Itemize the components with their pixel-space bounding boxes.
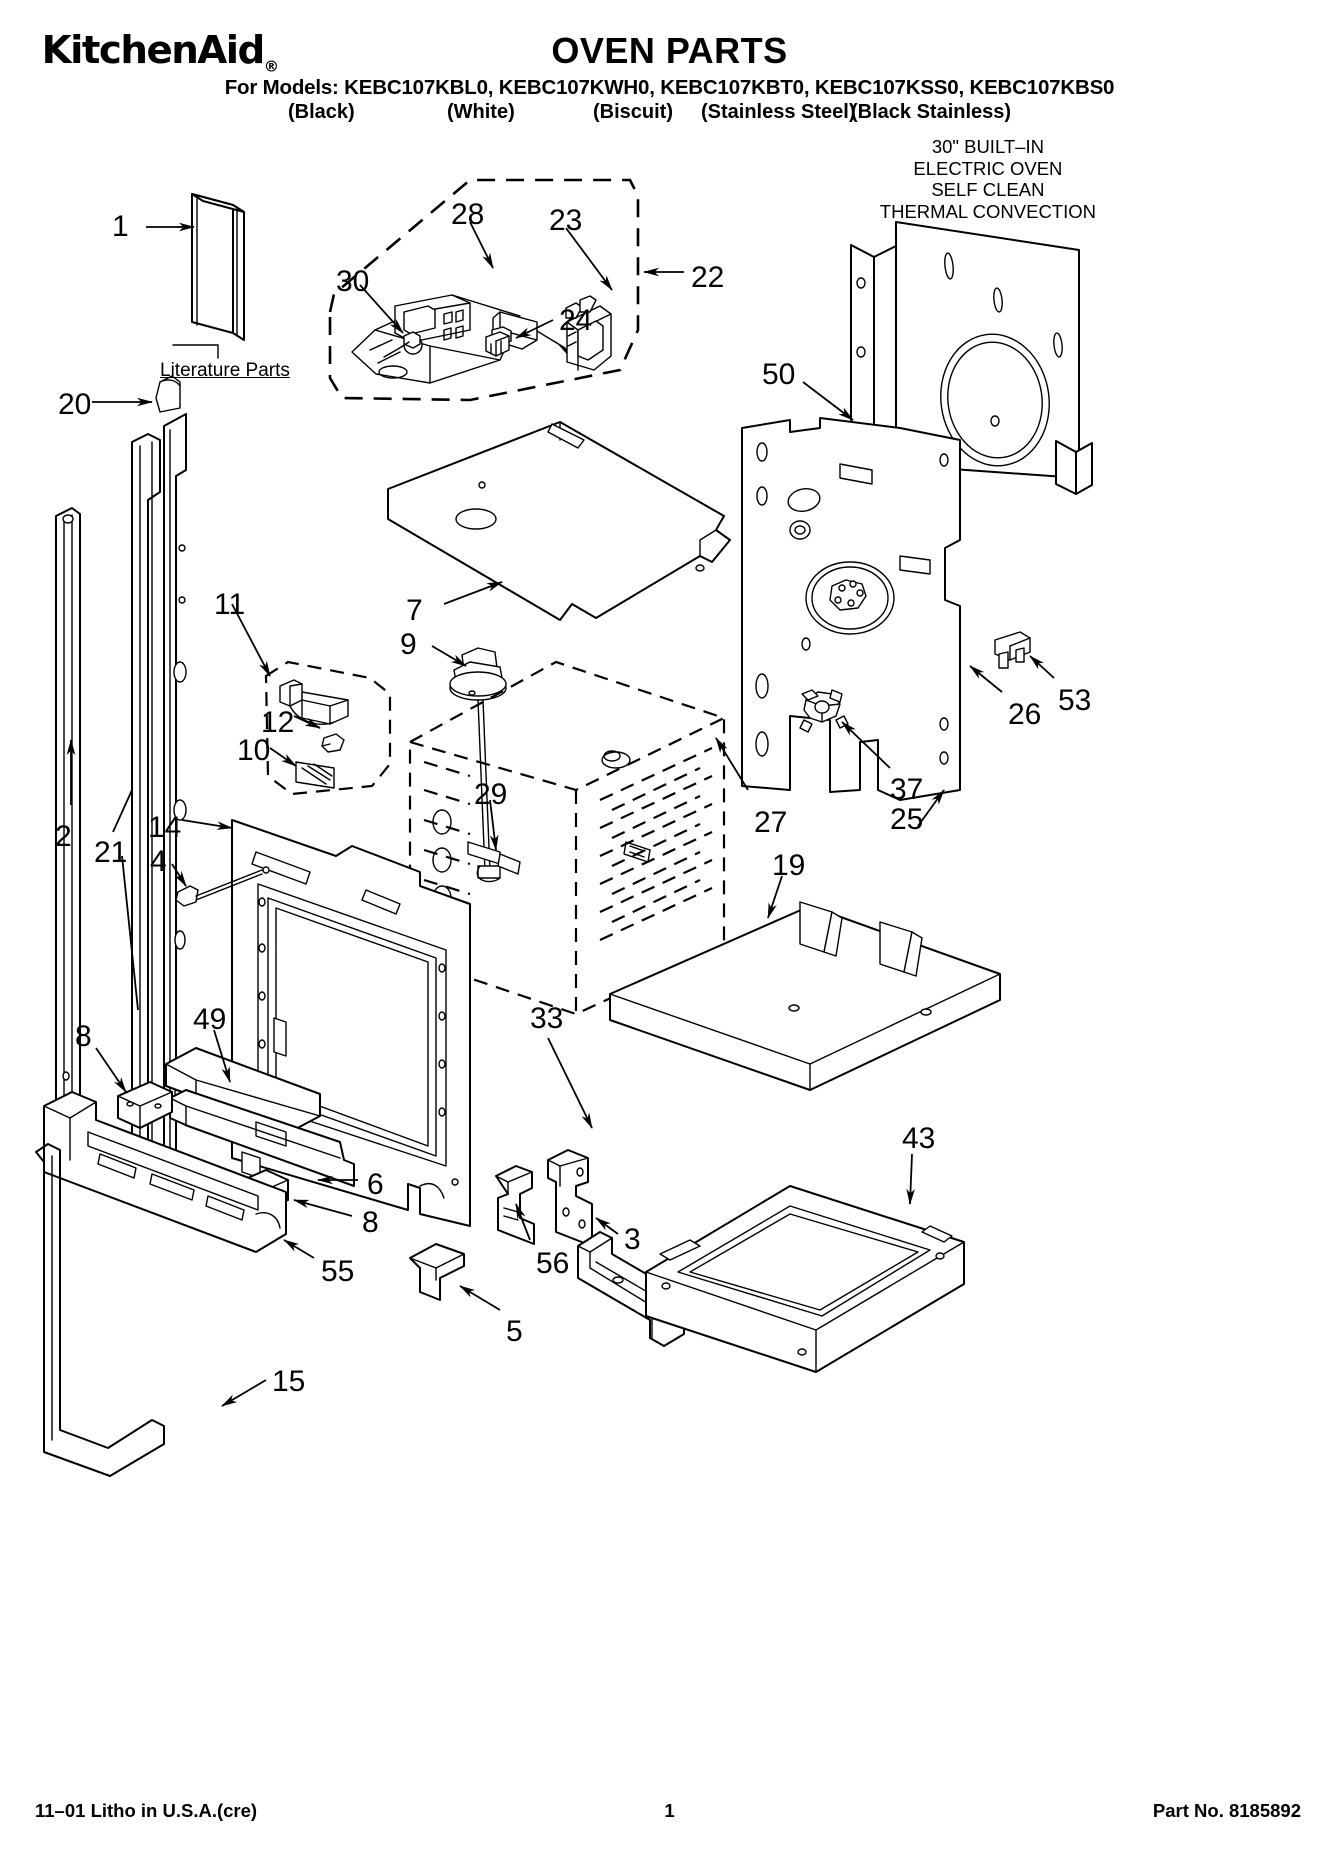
footer-part-number: Part No. 8185892: [1152, 1800, 1301, 1821]
callout-number: 56: [536, 1247, 570, 1280]
callout-number: 37: [890, 773, 924, 806]
callout-number: 11: [214, 588, 246, 621]
part-37-convection-fan-blade: [799, 689, 849, 733]
part-7-oven-top-panel: [387, 421, 731, 621]
brand-name: KitchenAid: [41, 28, 266, 72]
callout-number: 14: [148, 811, 182, 844]
callout-number: 20: [58, 388, 92, 421]
part-5-small-bracket: [409, 1243, 465, 1301]
page-footer: 11–01 Litho in U.S.A.(cre) 1 Part No. 81…: [0, 1800, 1339, 1830]
callout-number: 3: [624, 1223, 641, 1256]
part-25-side-panel: [741, 417, 961, 801]
callout-number: 28: [451, 198, 485, 231]
callout-number: 21: [94, 836, 128, 869]
callout-number: 27: [754, 806, 788, 839]
callout-number: 24: [559, 304, 593, 337]
finish-label-white: (White): [447, 101, 515, 123]
models-line: For Models: KEBC107KBL0, KEBC107KWH0, KE…: [224, 76, 1115, 99]
callout-number: 8: [362, 1206, 379, 1239]
callout-number: 55: [321, 1255, 355, 1288]
callout-number: 6: [367, 1168, 384, 1201]
part-10-lamp-lens: [295, 761, 335, 789]
callout-number: 5: [506, 1315, 523, 1348]
part-9-temperature-sensor: [449, 647, 507, 883]
finish-label-black-stainless: (Black Stainless): [851, 101, 1012, 123]
finish-label-stainless-steel: (Stainless Steel): [701, 101, 856, 123]
part-26-53-clip: [994, 631, 1031, 669]
spec-line-3: SELF CLEAN: [931, 179, 1045, 200]
callout-number: 1: [112, 210, 129, 243]
part-14-oven-front-frame-rail: [163, 413, 187, 1187]
callout-number: 8: [75, 1020, 92, 1053]
part-15-door-gasket: [35, 1143, 165, 1477]
part-19-bottom-panel: [609, 901, 1001, 1091]
callout-number: 2: [55, 820, 72, 853]
spec-block: 30" BUILT–IN ELECTRIC OVEN SELF CLEAN TH…: [880, 136, 1096, 222]
callout-number: 33: [530, 1002, 564, 1035]
callout-number: 12: [261, 706, 295, 739]
part-8-door-stop-upper: [117, 1081, 173, 1129]
callout-number: 19: [772, 849, 806, 882]
callout-number: 53: [1058, 684, 1092, 717]
spec-line-4: THERMAL CONVECTION: [879, 200, 1096, 222]
callout-number: 50: [762, 358, 796, 391]
part-43-door-outer-panel: [645, 1185, 965, 1373]
part-3-hinge-bracket: [547, 1149, 593, 1247]
part-21-side-rail: [131, 433, 161, 1179]
finish-label-black: (Black): [288, 101, 355, 123]
part-55-door-trim: [43, 1091, 287, 1253]
part-4-screw: [175, 866, 270, 907]
callout-number: 7: [406, 594, 423, 627]
callout-number: 4: [150, 845, 167, 878]
part-50-rear-panel: [850, 221, 1093, 495]
spec-line-2: ELECTRIC OVEN: [913, 157, 1063, 179]
part-29-element-bracket: [467, 841, 521, 875]
footer-litho: 11–01 Litho in U.S.A.(cre): [35, 1800, 258, 1821]
callout-number: 43: [902, 1122, 936, 1155]
callout-number: 25: [890, 803, 924, 836]
callout-number: 26: [1008, 698, 1042, 731]
finish-labels: (Black) (White) (Biscuit) (Stainless Ste…: [0, 101, 1339, 125]
callout-number: 9: [400, 628, 417, 661]
callout-number: 15: [272, 1365, 306, 1398]
spec-line-1: 30" BUILT–IN: [931, 136, 1044, 157]
part-49-front-brace: [165, 1047, 321, 1133]
part-27-oven-cavity: [408, 660, 726, 1016]
callout-number: 23: [549, 204, 583, 237]
part-24-relay: [485, 331, 510, 357]
callout-number: 49: [193, 1003, 227, 1036]
callout-number: 29: [474, 778, 508, 811]
callout-number: 30: [336, 265, 370, 298]
literature-parts-label: Literature Parts: [160, 360, 290, 381]
callout-number: 22: [691, 261, 725, 294]
registered-mark: ®: [263, 57, 280, 76]
part-6-door-bracket: [169, 1089, 355, 1187]
part-56-hinge-bracket: [495, 1165, 535, 1245]
part-12-bulb: [321, 733, 345, 753]
callout-number: 10: [237, 734, 271, 767]
part-14-door-inner-frame: [231, 819, 471, 1227]
finish-label-biscuit: (Biscuit): [593, 101, 673, 123]
part-1-literature: [191, 193, 245, 341]
footer-page-number: 1: [664, 1800, 675, 1821]
control-assembly-detail: [351, 294, 521, 384]
part-8-door-stop-lower: [233, 1169, 289, 1217]
kitchenaid-logo: KitchenAid®: [42, 28, 279, 76]
page-title: OVEN PARTS: [551, 30, 788, 71]
